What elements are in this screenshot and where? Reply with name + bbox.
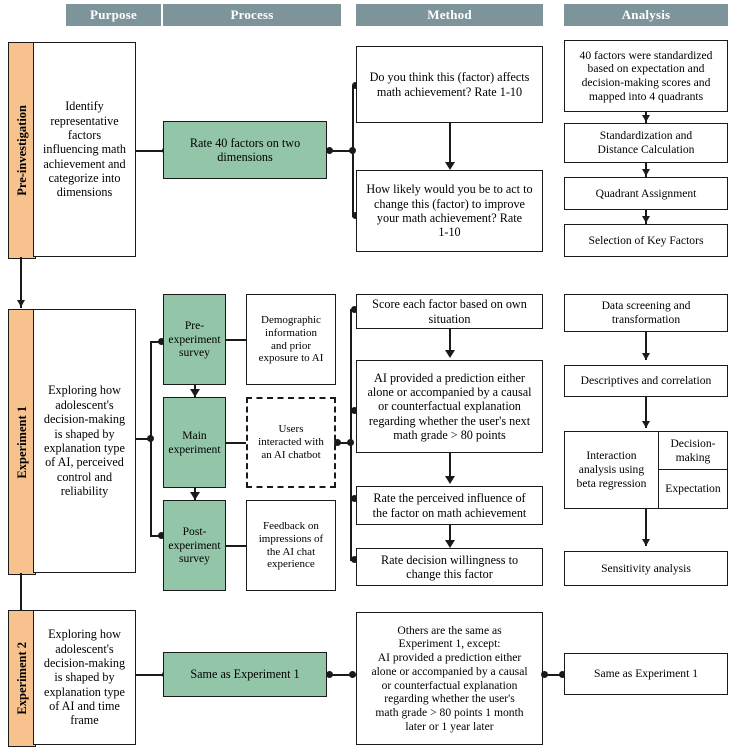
arrow-head-r1-method [445,162,455,170]
method-box-r1-q1: Do you think this (factor) affects math … [356,46,543,123]
analysis-box-r2-2-split: Interaction analysis using beta regressi… [564,431,728,509]
stage-label-text: Experiment 2 [14,642,29,715]
method-link-r2-a [449,329,451,356]
analysis-arrow [642,539,650,546]
analysis-box-r3-0: Same as Experiment 1 [564,653,728,695]
branch-arm-row2-a [150,341,164,343]
arrow-line-r1-method [449,123,451,166]
analysis-arrow [642,169,650,176]
process-box-rate-40-factors: Rate 40 factors on two dimensions [163,121,327,179]
process-box-main-experiment: Main experiment [163,397,226,488]
connector-process-method-row1 [327,150,353,152]
analysis-box-r1-1: Standardization and Distance Calculation [564,123,728,163]
connector-dot [326,147,333,154]
column-header-process: Process [163,4,341,26]
process-arrow-r2-a [190,389,200,397]
connector-process-method-row3 [327,674,356,676]
connector-dot [334,439,341,446]
branch-trunk-row1 [352,85,354,216]
analysis-box-r2-1: Descriptives and correlation [564,365,728,397]
connector-dot [352,82,359,89]
purpose-box-row1: Identify representative factors influenc… [33,42,136,257]
method-link-r2-c [449,525,451,545]
stage-trunk-2-3 [20,573,22,620]
method-arrow-r2-b [445,476,455,484]
stage-trunk-1-2 [20,257,22,308]
purpose-box-row2: Exploring how adolescent's decision-maki… [33,309,136,573]
analysis-box-r2-0: Data screening and transformation [564,294,728,332]
stage-label-text: Experiment 1 [14,405,29,479]
connector-purpose-process-row1 [136,150,166,152]
branch-trunk-row2 [150,341,152,535]
connector-process-note-b [226,442,246,444]
connector-dot [351,407,358,414]
stage-trunk-arrow [17,300,25,307]
analysis-split-cell-expectation: Expectation [665,482,721,496]
connector-dot [351,306,358,313]
method-box-r2-0: Score each factor based on own situation [356,294,543,329]
method-arrow-r2-c [445,540,455,548]
method-box-r2-3: Rate decision willingness to change this… [356,548,543,586]
connector-dot [351,556,358,563]
analysis-box-r1-3: Selection of Key Factors [564,224,728,257]
method-box-r2-2: Rate the perceived influence of the fact… [356,486,543,525]
connector-dot [158,532,165,539]
method-branch-trunk-row2 [350,309,352,559]
purpose-box-row3: Exploring how adolescent's decision-maki… [33,610,136,745]
connector-dot [349,671,356,678]
connector-dot [326,671,333,678]
analysis-link [645,397,647,428]
column-header-method: Method [356,4,543,26]
connector-dot [541,671,548,678]
analysis-split-cells: Decision- making Expectation [658,432,727,508]
column-header-purpose: Purpose [66,4,161,26]
analysis-arrow [642,421,650,428]
process-note-feedback: Feedback on impressions of the AI chat e… [246,500,336,591]
connector-method-analysis-row3 [543,674,565,676]
process-arrow-r2-b [190,492,200,500]
stage-label-text: Pre-investigation [14,105,29,196]
process-box-pre-experiment-survey: Pre- experiment survey [163,294,226,385]
connector-dot [351,495,358,502]
method-link-r2-b [449,453,451,482]
connector-dot [559,671,566,678]
stage-label-experiment-1: Experiment 1 [8,309,36,575]
analysis-arrow [642,115,650,122]
column-header-analysis: Analysis [564,4,728,26]
analysis-arrow [642,216,650,223]
branch-arm-row2-b [150,535,164,537]
connector-purpose-process-row3 [136,674,166,676]
analysis-split-label: Interaction analysis using beta regressi… [565,432,659,508]
connector-process-note-c [226,545,246,547]
method-arrow-r2-a [445,350,455,358]
process-note-demographic: Demographic information and prior exposu… [246,294,336,385]
connector-purpose-process-row2 [136,438,150,440]
analysis-box-r2-3: Sensitivity analysis [564,551,728,586]
stage-label-experiment-2: Experiment 2 [8,610,36,747]
method-box-r2-1: AI provided a prediction either alone or… [356,360,543,453]
stage-label-pre-investigation: Pre-investigation [8,42,36,259]
connector-note-method-row2 [336,442,350,444]
connector-process-note-a [226,339,246,341]
analysis-split-cell-decision-making: Decision- making [658,432,727,470]
connector-dot [158,338,165,345]
analysis-link [645,509,647,546]
process-box-same-as-experiment-1: Same as Experiment 1 [163,652,327,697]
analysis-box-r1-0: 40 factors were standardized based on ex… [564,40,728,112]
analysis-link [645,332,647,360]
process-box-post-experiment-survey: Post- experiment survey [163,500,226,591]
process-note-ai-chatbot: Users interacted with an AI chatbot [246,397,336,488]
method-box-r3-0: Others are the same as Experiment 1, exc… [356,612,543,745]
connector-dot [352,212,359,219]
analysis-box-r1-2: Quadrant Assignment [564,177,728,210]
analysis-arrow [642,353,650,360]
method-box-r1-q2: How likely would you be to act to change… [356,170,543,252]
